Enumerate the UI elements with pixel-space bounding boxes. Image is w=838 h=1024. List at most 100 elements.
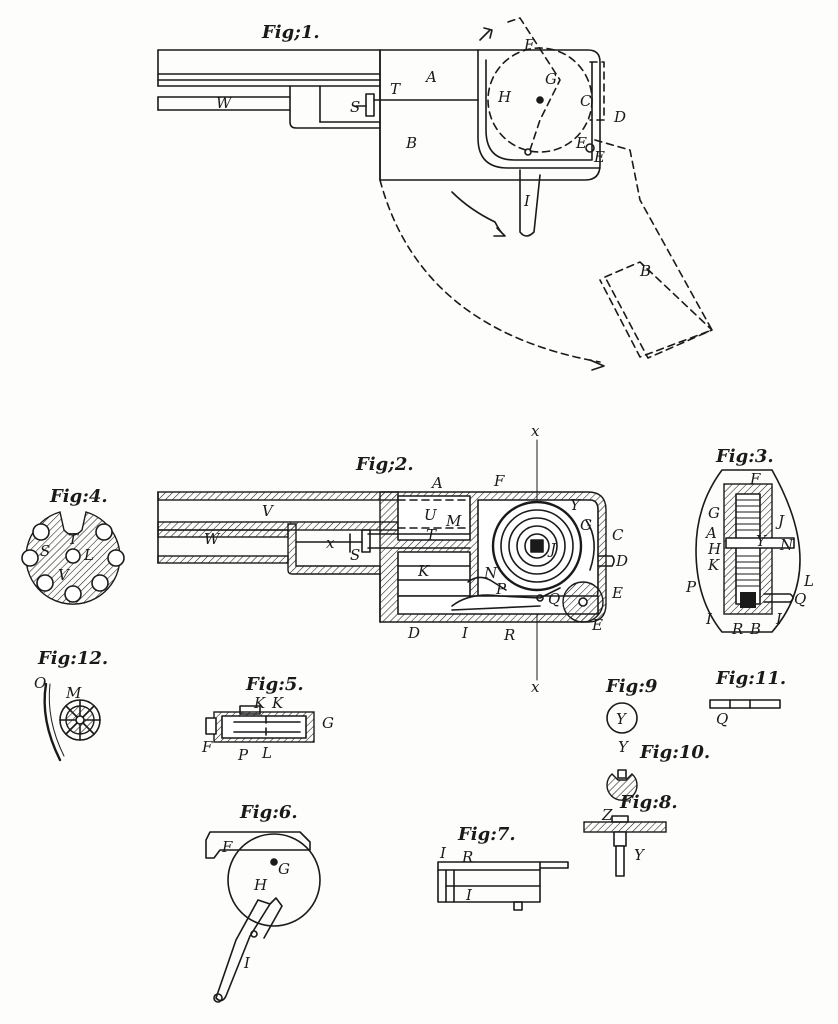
- fig5-label: G: [322, 714, 334, 732]
- fig12-ratchet: [59, 699, 101, 741]
- fig11-label: Q: [716, 710, 728, 728]
- fig5: Fig:5. K K G F P L: [201, 674, 334, 764]
- fig9-title: Fig:9: [605, 676, 658, 697]
- fig11-part: [709, 699, 781, 709]
- fig3-label: Q: [794, 590, 806, 608]
- fig8-part: [583, 815, 667, 877]
- fig1-label: S: [350, 98, 360, 116]
- fig4: Fig:4. S T L V: [21, 486, 125, 605]
- fig9-part: [606, 702, 638, 734]
- fig3-label: G: [708, 504, 720, 522]
- fig3-label: H: [707, 540, 722, 558]
- fig1-label: I: [523, 192, 531, 210]
- fig2-title: Fig;2.: [355, 454, 414, 475]
- fig4-label: L: [83, 546, 94, 564]
- fig2-barrels: [157, 491, 399, 575]
- fig6-title: Fig:6.: [239, 802, 298, 823]
- fig7-labels: I R I: [439, 844, 473, 904]
- fig2-label: G: [580, 516, 592, 534]
- fig2-label: F: [493, 472, 505, 490]
- fig10-part: [606, 773, 638, 801]
- fig3-label: F: [749, 470, 761, 488]
- fig6-label: I: [243, 954, 251, 972]
- fig1-label: E: [593, 148, 605, 166]
- fig3-body: [695, 469, 801, 633]
- fig5-label: K: [271, 694, 284, 712]
- fig2-label: C: [612, 526, 624, 544]
- fig1-details: [451, 27, 713, 371]
- fig7-title: Fig:7.: [457, 824, 516, 845]
- fig3-label: I: [775, 610, 783, 628]
- fig12-labels: O M: [34, 674, 82, 702]
- fig12: Fig:12. O M: [34, 648, 108, 762]
- fig6-label: G: [278, 860, 290, 878]
- fig2-labels: x A F V U M Y G C W x S T J K N D P Q E …: [204, 422, 628, 696]
- fig2-label: Q: [548, 590, 560, 608]
- fig2-label: N: [483, 564, 498, 582]
- fig1-label: F: [523, 36, 535, 54]
- fig3-label: J: [775, 512, 785, 530]
- fig12-pawl: [43, 682, 62, 762]
- fig1-label: T: [390, 80, 401, 98]
- fig3-label: I: [705, 610, 713, 628]
- fig11: Fig:11. Q: [709, 668, 786, 728]
- fig2-label: R: [503, 626, 515, 644]
- fig1-label: H: [497, 88, 512, 106]
- fig2-label: T: [426, 526, 437, 544]
- fig1-label: G: [545, 70, 557, 88]
- fig6-part: [205, 831, 321, 1003]
- fig1-label: C: [580, 92, 592, 110]
- fig6: Fig:6. F G H I: [205, 802, 321, 1003]
- fig4-labels: S T L V: [40, 530, 94, 584]
- fig3-label: Y: [756, 532, 768, 550]
- fig6-labels: F G H I: [221, 838, 290, 972]
- fig12-title: Fig:12.: [37, 648, 108, 669]
- fig2-label: I: [461, 624, 469, 642]
- fig1: Fig;1.: [157, 17, 713, 371]
- fig2-label: x: [531, 422, 540, 440]
- fig1-barrels: [157, 49, 479, 129]
- fig1-label: A: [424, 68, 437, 86]
- fig3-label: A: [704, 524, 717, 542]
- fig11-title: Fig:11.: [715, 668, 786, 689]
- fig7-label: I: [465, 886, 473, 904]
- fig5-label: F: [201, 738, 213, 756]
- fig6-label: F: [221, 838, 233, 856]
- fig3-label: B: [749, 620, 761, 638]
- fig2-label: E: [591, 616, 603, 634]
- fig7-label: R: [461, 848, 473, 866]
- fig4-label: S: [40, 542, 50, 560]
- fig2-internals: [295, 499, 471, 623]
- fig8-label: Z: [601, 806, 613, 824]
- fig2-label: M: [445, 512, 462, 530]
- fig3-labels: F G A J H Y N K P L Q I R B I: [685, 470, 814, 638]
- fig5-label: K: [253, 694, 266, 712]
- fig10: Fig:10. Y: [606, 738, 710, 801]
- fig2-label: P: [495, 580, 507, 598]
- fig2-trigger: [451, 519, 615, 623]
- fig9-label: Y: [616, 710, 628, 728]
- fig1-hidden-lines: [379, 17, 713, 363]
- fig5-label: L: [261, 744, 272, 762]
- fig5-title: Fig:5.: [245, 674, 304, 695]
- fig10-title: Fig:10.: [639, 742, 710, 763]
- fig4-label: V: [58, 566, 71, 584]
- fig1-title: Fig;1.: [261, 22, 320, 43]
- fig2-label: D: [407, 624, 420, 642]
- fig7: Fig:7. I R I: [437, 824, 569, 911]
- fig2-label: V: [262, 502, 275, 520]
- fig3-label: K: [707, 556, 720, 574]
- fig2-label: D: [615, 552, 628, 570]
- fig1-label: E: [575, 134, 587, 152]
- fig2-label: K: [417, 562, 430, 580]
- fig2-label: Y: [570, 496, 582, 514]
- fig2-label: W: [204, 530, 221, 548]
- fig1-label: B: [405, 134, 417, 152]
- fig8-title: Fig:8.: [619, 792, 678, 813]
- fig12-label: O: [34, 674, 46, 692]
- fig7-label: I: [439, 844, 447, 862]
- fig2-label: E: [611, 584, 623, 602]
- fig2-label: U: [424, 506, 438, 524]
